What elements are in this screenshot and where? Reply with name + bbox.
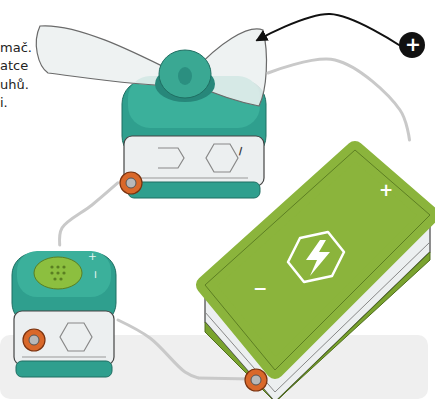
fan-nub bbox=[178, 67, 192, 85]
terminal-nut bbox=[245, 369, 267, 391]
button-dot bbox=[56, 271, 59, 274]
battery-pack-shape bbox=[198, 140, 433, 395]
module-band bbox=[14, 311, 114, 365]
band-line bbox=[22, 357, 106, 358]
button-dot bbox=[53, 277, 56, 280]
cropped-text: atce bbox=[0, 58, 28, 73]
button-dot bbox=[62, 265, 65, 268]
lightning-symbol bbox=[306, 240, 330, 276]
fan-module: − bbox=[118, 40, 268, 205]
button-dot bbox=[50, 265, 53, 268]
cropped-text: mač. bbox=[0, 40, 32, 55]
button-dot bbox=[62, 271, 65, 274]
module-band bbox=[124, 136, 264, 186]
button-module-shape bbox=[8, 245, 118, 395]
battery-top bbox=[205, 150, 430, 370]
button-dot bbox=[56, 265, 59, 268]
plus-circle bbox=[399, 32, 425, 58]
module-base bbox=[128, 182, 260, 198]
terminal-sign: − bbox=[253, 280, 267, 297]
cropped-text: uhů. bbox=[0, 77, 29, 92]
push-button bbox=[34, 257, 82, 289]
module-base bbox=[16, 361, 112, 377]
module-top-face bbox=[17, 251, 111, 297]
fan-blade bbox=[36, 26, 178, 86]
pointer-arrow bbox=[258, 14, 400, 45]
terminal-sign: − bbox=[90, 270, 101, 279]
terminal-sign: + bbox=[405, 35, 421, 54]
button-module: +− bbox=[8, 245, 118, 395]
band-detail bbox=[158, 148, 184, 168]
battery-edge bbox=[205, 150, 430, 370]
button-dot bbox=[59, 277, 62, 280]
terminal-sign: + bbox=[87, 252, 98, 261]
wire bbox=[118, 320, 198, 378]
battery-pack: +− bbox=[198, 140, 433, 395]
fan-module-shape bbox=[118, 40, 268, 205]
wire bbox=[268, 59, 410, 140]
button-dot bbox=[50, 271, 53, 274]
terminal-sign: + bbox=[379, 182, 393, 199]
plus-badge: + bbox=[399, 32, 425, 58]
wire bbox=[60, 183, 118, 245]
band-line bbox=[138, 178, 248, 179]
battery-hexagon bbox=[288, 232, 344, 282]
band-hexagon bbox=[60, 323, 92, 351]
terminal-nut bbox=[120, 172, 142, 194]
cropped-text: i. bbox=[0, 95, 8, 110]
fan-hub bbox=[159, 50, 211, 98]
wire-stub bbox=[198, 378, 252, 379]
terminal-nut bbox=[23, 329, 45, 351]
